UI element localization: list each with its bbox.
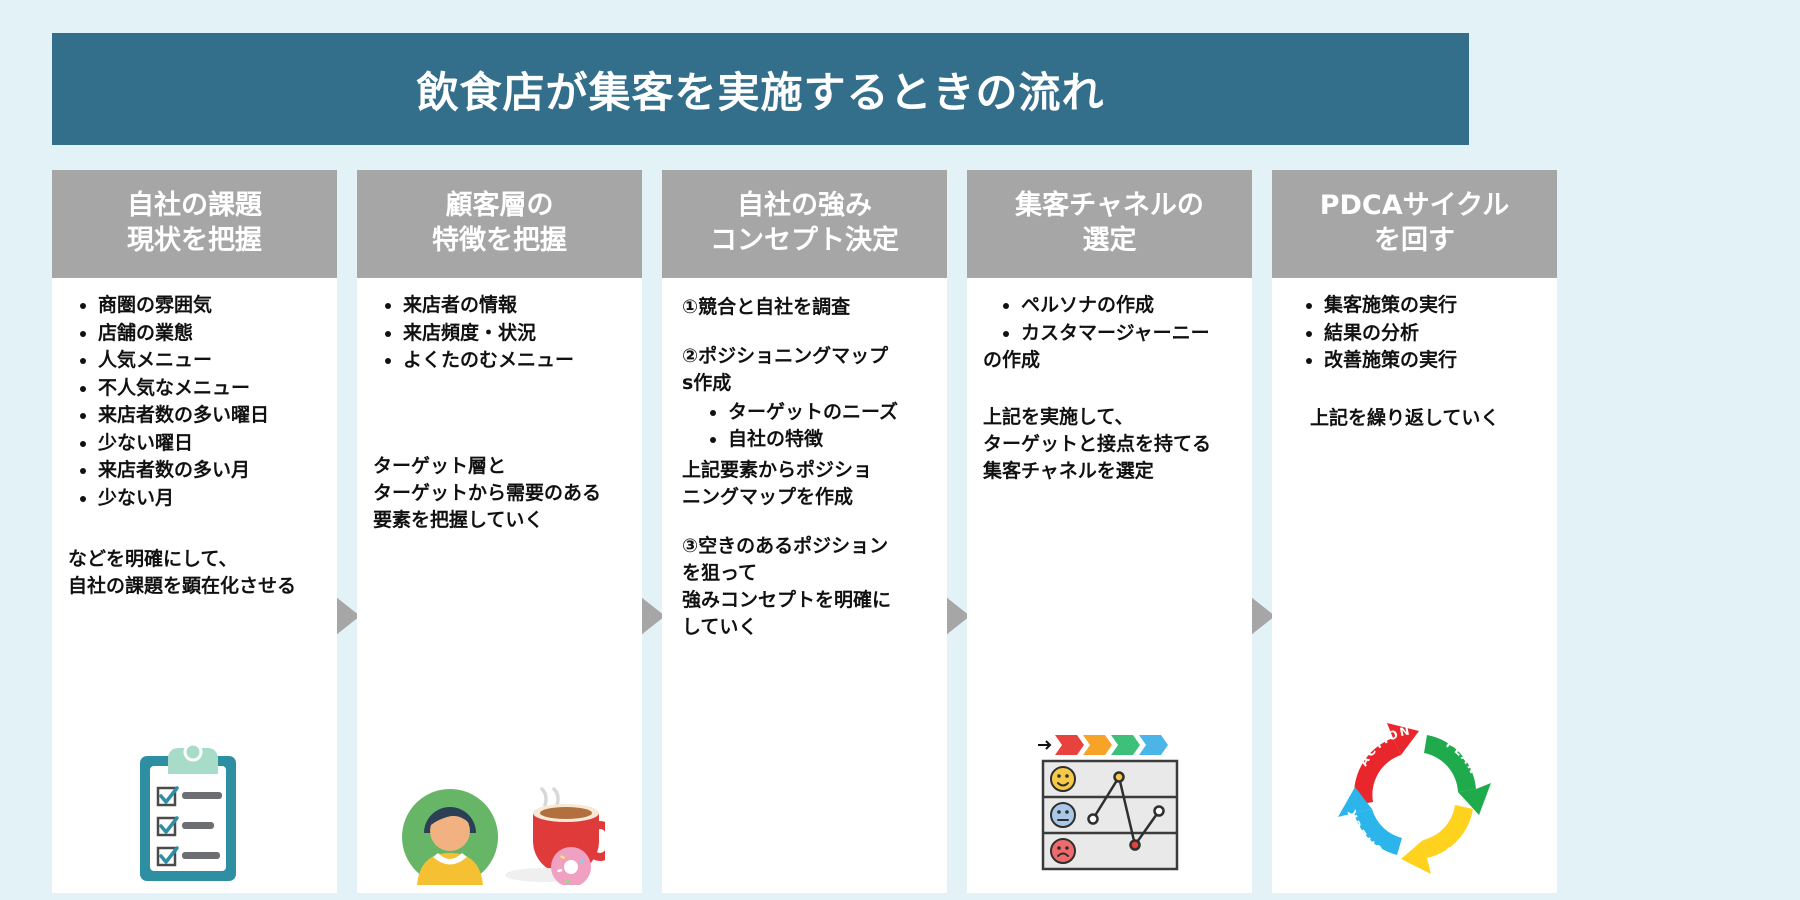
step-3-block-1: ①競合と自社を調査 [676, 294, 937, 321]
step-1-summary-line-2: 自社の課題を顕在化させる [68, 575, 297, 598]
step-4-illustration [967, 725, 1252, 873]
customer-journey-chart-icon [1035, 725, 1185, 873]
pdca-cycle-icon: ACTION PLAN DO CHECK [1335, 717, 1495, 875]
list-item: 少ない月 [98, 485, 327, 513]
step-5-illustration: ACTION PLAN DO CHECK [1272, 717, 1557, 875]
list-item: 結果の分析 [1324, 320, 1547, 348]
step-4-header: 集客チャネルの 選定 [967, 170, 1252, 278]
list-item: カスタマージャーニー [1021, 320, 1242, 348]
step-5-header: PDCAサイクル を回す [1272, 170, 1557, 278]
step-5-summary: 上記を繰り返していく [1282, 405, 1547, 432]
list-item: 集客施策の実行 [1324, 292, 1547, 320]
step-4-header-line-1: 集客チャネルの [1015, 190, 1204, 222]
step-card-1: 自社の課題 現状を把握 商圏の雰囲気 店舗の業態 人気メニュー 不人気なメニュー… [52, 170, 337, 893]
step-4-bullet-list: ペルソナの作成 カスタマージャーニー [977, 292, 1242, 347]
step-3-block-1-line-1: ①競合と自社を調査 [682, 296, 851, 318]
list-item: 店舗の業態 [98, 320, 327, 348]
step-3-block-4: ③空きのあるポジション を狙って 強みコンセプトを明確に していく [676, 533, 937, 641]
step-1-header-line-1: 自社の課題 [127, 190, 262, 222]
step-2-illustration [357, 775, 642, 887]
list-item: 来店者数の多い曜日 [98, 402, 327, 430]
list-item: 来店頻度・状況 [403, 320, 632, 348]
step-card-2: 顧客層の 特徴を把握 来店者の情報 来店頻度・状況 よくたのむメニュー ターゲッ… [357, 170, 642, 893]
clipboard-checklist-icon [130, 740, 260, 885]
list-item: よくたのむメニュー [403, 347, 632, 375]
list-item: 自社の特徴 [728, 426, 937, 453]
step-2-header-line-1: 顧客層の [445, 190, 554, 222]
step-3-header: 自社の強み コンセプト決定 [662, 170, 947, 278]
step-1-illustration [52, 740, 337, 885]
page-title: 飲食店が集客を実施するときの流れ [416, 67, 1105, 117]
step-1-header-line-2: 現状を把握 [127, 225, 262, 256]
list-item: 改善施策の実行 [1324, 347, 1547, 375]
step-3-block-2-line-1: ②ポジショニングマップ [682, 344, 889, 367]
list-item: 来店者数の多い月 [98, 457, 327, 485]
step-4-summary-line-3: 集客チャネルを選定 [983, 460, 1154, 482]
step-5-summary-line-1: 上記を繰り返していく [1310, 406, 1500, 429]
step-1-summary-line-1: などを明確にして、 [68, 548, 238, 571]
list-item: 商圏の雰囲気 [98, 292, 327, 320]
step-2-summary-line-1: ターゲット層と [373, 454, 507, 477]
step-2-summary-line-3: 要素を把握していく [373, 508, 544, 531]
list-item: 来店者の情報 [403, 292, 632, 320]
step-5-header-line-2: を回す [1374, 225, 1455, 256]
step-1-body: 商圏の雰囲気 店舗の業態 人気メニュー 不人気なメニュー 来店者数の多い曜日 少… [52, 278, 337, 893]
step-4-header-line-2: 選定 [1082, 225, 1137, 256]
step-3-block-4-line-1: ③空きのあるポジション [682, 534, 889, 557]
list-item: 少ない曜日 [98, 430, 327, 458]
step-1-header: 自社の課題 現状を把握 [52, 170, 337, 278]
step-3-block-4-line-4: していく [682, 615, 758, 638]
step-2-summary: ターゲット層と ターゲットから需要のある 要素を把握していく [367, 453, 632, 534]
step-2-bullet-list: 来店者の情報 来店頻度・状況 よくたのむメニュー [367, 292, 632, 375]
step-1-bullet-list: 商圏の雰囲気 店舗の業態 人気メニュー 不人気なメニュー 来店者数の多い曜日 少… [62, 292, 327, 512]
step-3-block-3-line-2: ニングマップを作成 [682, 485, 854, 508]
page-title-banner: 飲食店が集客を実施するときの流れ [52, 33, 1469, 145]
step-3-block-3-line-1: 上記要素からポジショ [682, 458, 873, 481]
step-card-3: 自社の強み コンセプト決定 ①競合と自社を調査 ②ポジショニングマップ s作成 … [662, 170, 947, 893]
list-item: 人気メニュー [98, 347, 327, 375]
step-4-summary-line-1: 上記を実施して、 [983, 406, 1134, 429]
step-3-sub-bullet-list: ターゲットのニーズ 自社の特徴 [676, 399, 937, 453]
step-3-block-2: ②ポジショニングマップ s作成 [676, 343, 937, 397]
step-3-header-line-1: 自社の強み [737, 190, 872, 222]
step-card-4: 集客チャネルの 選定 ペルソナの作成 カスタマージャーニー の作成 上記を実施し… [967, 170, 1252, 893]
step-3-block-2-line-2: s作成 [682, 371, 732, 394]
step-3-block-3: 上記要素からポジショ ニングマップを作成 [676, 457, 937, 511]
step-2-header-line-2: 特徴を把握 [432, 225, 567, 256]
step-4-bullet-continuation-line: の作成 [983, 349, 1041, 372]
step-5-bullet-list: 集客施策の実行 結果の分析 改善施策の実行 [1282, 292, 1547, 375]
customer-persona-coffee-icon [395, 775, 616, 887]
step-3-block-4-line-3: 強みコンセプトを明確に [682, 588, 892, 611]
step-3-block-4-line-2: を狙って [682, 561, 758, 584]
step-4-bullet-continuation: の作成 [977, 347, 1242, 374]
step-3-header-line-2: コンセプト決定 [710, 225, 899, 256]
step-4-summary-line-2: ターゲットと接点を持てる [983, 433, 1212, 456]
step-2-body: 来店者の情報 来店頻度・状況 よくたのむメニュー ターゲット層と ターゲットから… [357, 278, 642, 893]
step-2-header: 顧客層の 特徴を把握 [357, 170, 642, 278]
step-4-body: ペルソナの作成 カスタマージャーニー の作成 上記を実施して、 ターゲットと接点… [967, 278, 1252, 893]
step-5-header-line-1: PDCAサイクル [1319, 190, 1510, 222]
step-5-body: 集客施策の実行 結果の分析 改善施策の実行 上記を繰り返していく [1272, 278, 1557, 893]
step-card-5: PDCAサイクル を回す 集客施策の実行 結果の分析 改善施策の実行 上記を繰り… [1272, 170, 1557, 893]
list-item: 不人気なメニュー [98, 375, 327, 403]
step-3-body: ①競合と自社を調査 ②ポジショニングマップ s作成 ターゲットのニーズ 自社の特… [662, 278, 947, 893]
step-2-summary-line-2: ターゲットから需要のある [373, 481, 602, 504]
list-item: ターゲットのニーズ [728, 399, 937, 426]
step-4-summary: 上記を実施して、 ターゲットと接点を持てる 集客チャネルを選定 [977, 404, 1242, 485]
step-1-summary: などを明確にして、 自社の課題を顕在化させる [62, 546, 327, 600]
process-flow: 自社の課題 現状を把握 商圏の雰囲気 店舗の業態 人気メニュー 不人気なメニュー… [0, 170, 1800, 893]
list-item: ペルソナの作成 [1021, 292, 1242, 320]
